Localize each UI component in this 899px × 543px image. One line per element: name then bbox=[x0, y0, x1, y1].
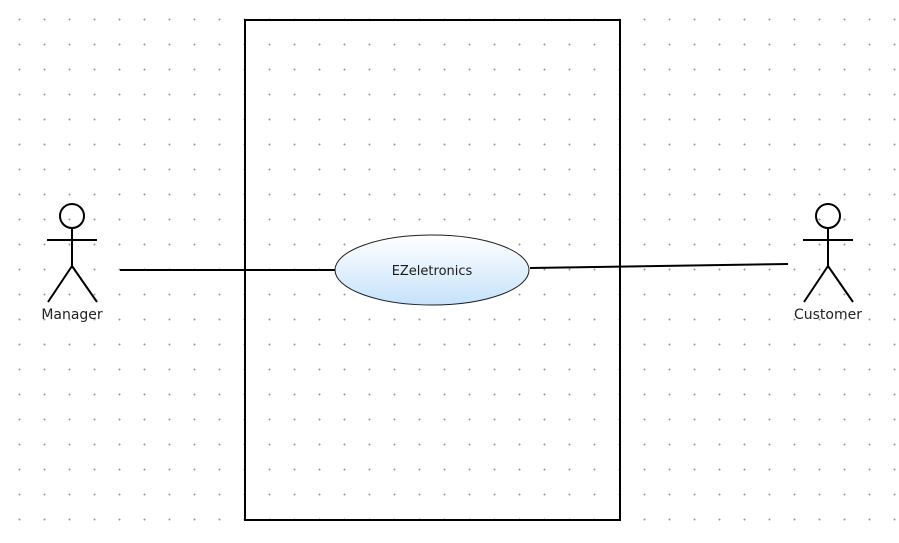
usecase-ezeletronics[interactable]: EZeletronics bbox=[334, 234, 530, 306]
stick-figure-icon bbox=[803, 203, 854, 303]
association-ezeletronics-customer[interactable] bbox=[529, 263, 789, 269]
stick-figure-icon bbox=[47, 203, 98, 303]
actor-label-customer: Customer bbox=[794, 307, 862, 323]
actor-manager[interactable] bbox=[47, 203, 98, 303]
actor-customer[interactable] bbox=[803, 203, 854, 303]
usecase-ellipse[interactable] bbox=[334, 234, 530, 306]
actor-label-manager: Manager bbox=[41, 307, 103, 323]
usecase-label: EZeletronics bbox=[392, 264, 473, 279]
